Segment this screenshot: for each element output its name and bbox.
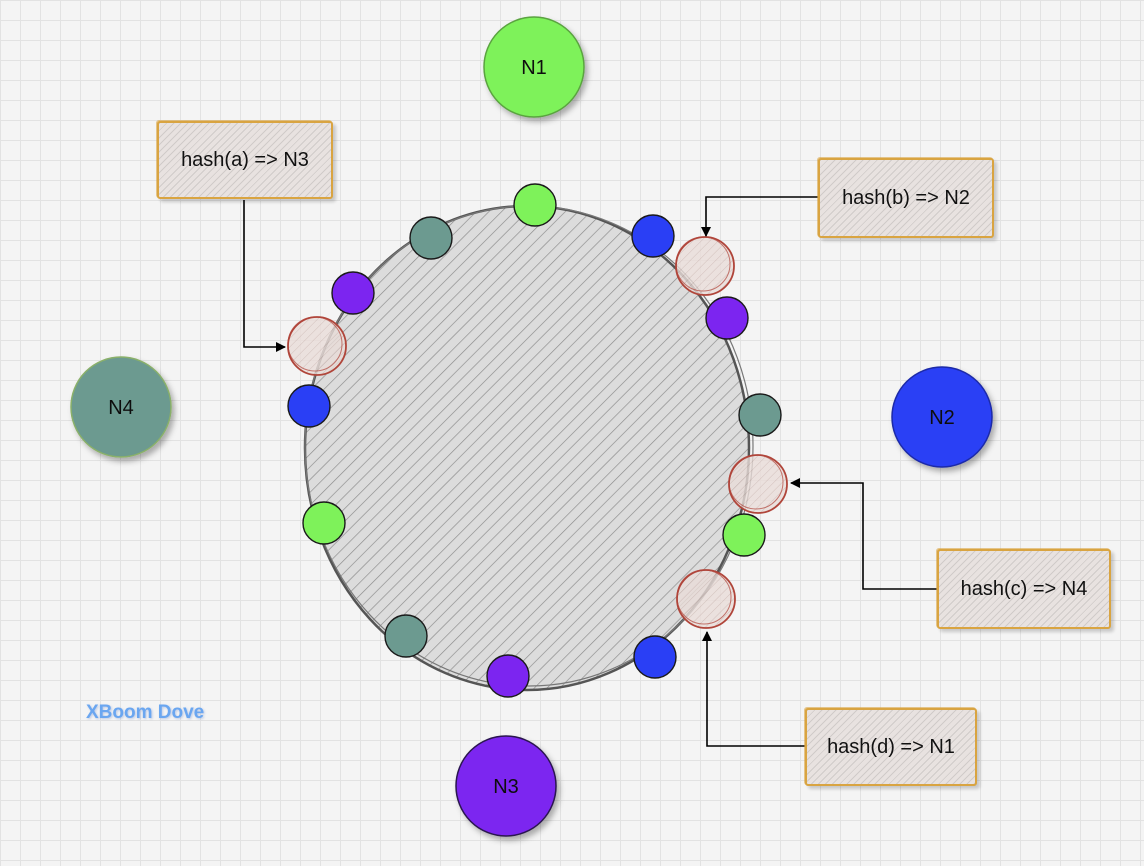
virtual-node-n1	[513, 183, 557, 227]
node-n3: N3	[455, 735, 557, 837]
key-marker-b	[675, 236, 735, 296]
virtual-node-n3	[331, 271, 375, 315]
virtual-node-n4	[384, 614, 428, 658]
hash-label-b: hash(b) => N2	[818, 158, 994, 238]
virtual-node-n4	[409, 216, 453, 260]
connectors	[243, 196, 938, 747]
key-marker-a	[287, 316, 347, 376]
node-n2: N2	[891, 366, 993, 468]
hash-label-a: hash(a) => N3	[157, 121, 333, 199]
arrow-c	[790, 478, 938, 590]
node-n1: N1	[483, 16, 585, 118]
virtual-nodes	[287, 183, 782, 698]
node-n4-label: N4	[108, 397, 134, 419]
virtual-node-n2	[287, 384, 331, 428]
key-marker-d	[676, 569, 736, 629]
hash-label-d: hash(d) => N1	[805, 708, 977, 786]
virtual-node-n1	[722, 513, 766, 557]
virtual-node-n2	[631, 214, 675, 258]
hash-label-c: hash(c) => N4	[937, 549, 1111, 629]
virtual-node-n2	[633, 635, 677, 679]
arrow-d	[702, 631, 806, 747]
watermark: XBoom Dove	[86, 702, 205, 723]
virtual-node-n3	[486, 654, 530, 698]
node-n1-label: N1	[521, 57, 547, 79]
arrow-b	[701, 196, 820, 237]
node-n2-label: N2	[929, 407, 955, 429]
virtual-node-n4	[738, 393, 782, 437]
key-markers	[287, 236, 788, 629]
key-marker-c	[728, 454, 788, 514]
node-n3-label: N3	[493, 776, 519, 798]
arrow-a	[243, 200, 286, 352]
virtual-node-n1	[302, 501, 346, 545]
virtual-node-n3	[705, 296, 749, 340]
node-n4: N4	[70, 356, 172, 458]
